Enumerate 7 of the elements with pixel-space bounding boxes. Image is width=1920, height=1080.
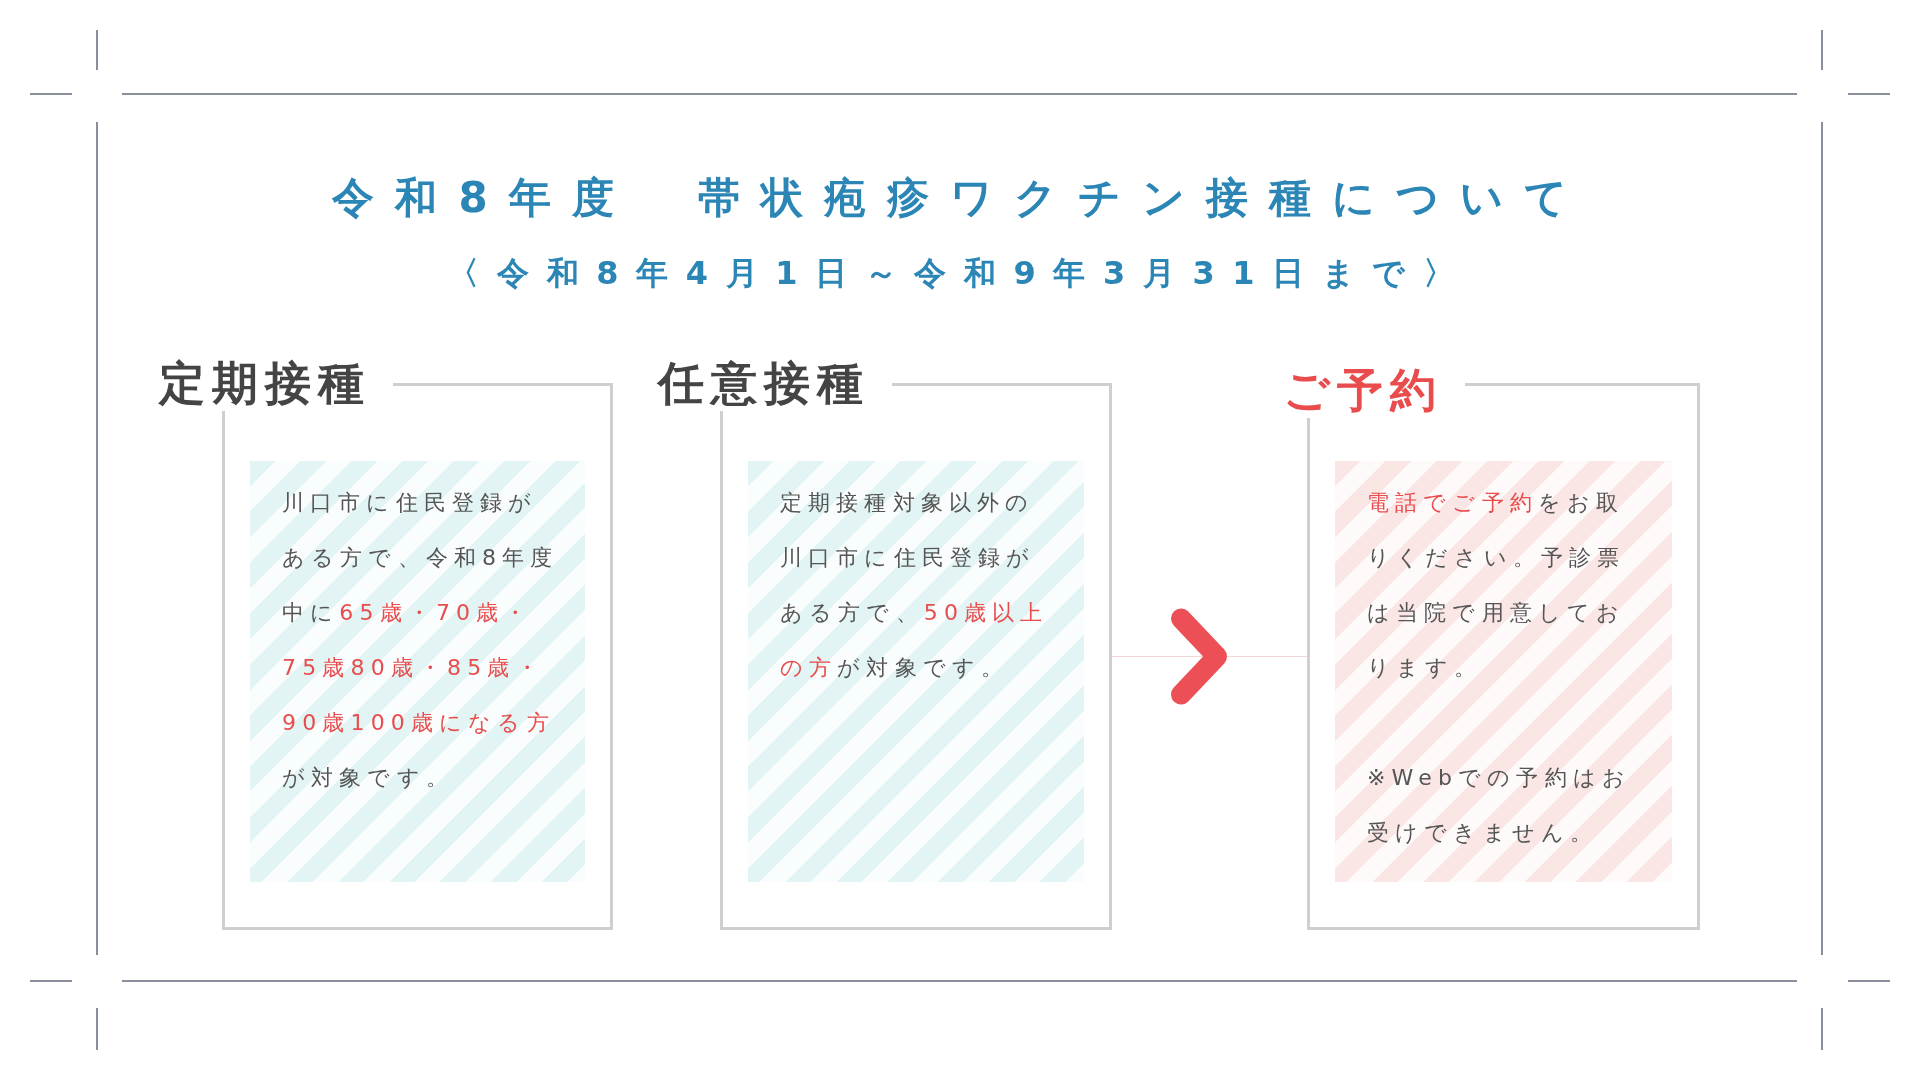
subtitle: 〈令和8年4月1日～令和9年3月31日まで〉 xyxy=(446,253,1474,294)
body-text: 定期接種対象以外の川口市に住民登録がある方で、50歳以上の方 が対象です。 xyxy=(780,489,1050,682)
note-text: ※Webでの予約はお受けできません。 xyxy=(1367,764,1632,847)
body-text: 川口市に住民登録がある方で、令和8年度中に 65歳・70歳・75歳80歳・85歳・90歳100歳になる方 が対象です。 xyxy=(282,489,560,792)
body-text: 電話でご予約 をお取りください。予診票は当院で用意しております。 xyxy=(1367,489,1627,682)
title: 令和8年度 帯状疱疹ワクチン接種について xyxy=(331,172,1589,224)
chevron-arrow xyxy=(1111,608,1308,705)
